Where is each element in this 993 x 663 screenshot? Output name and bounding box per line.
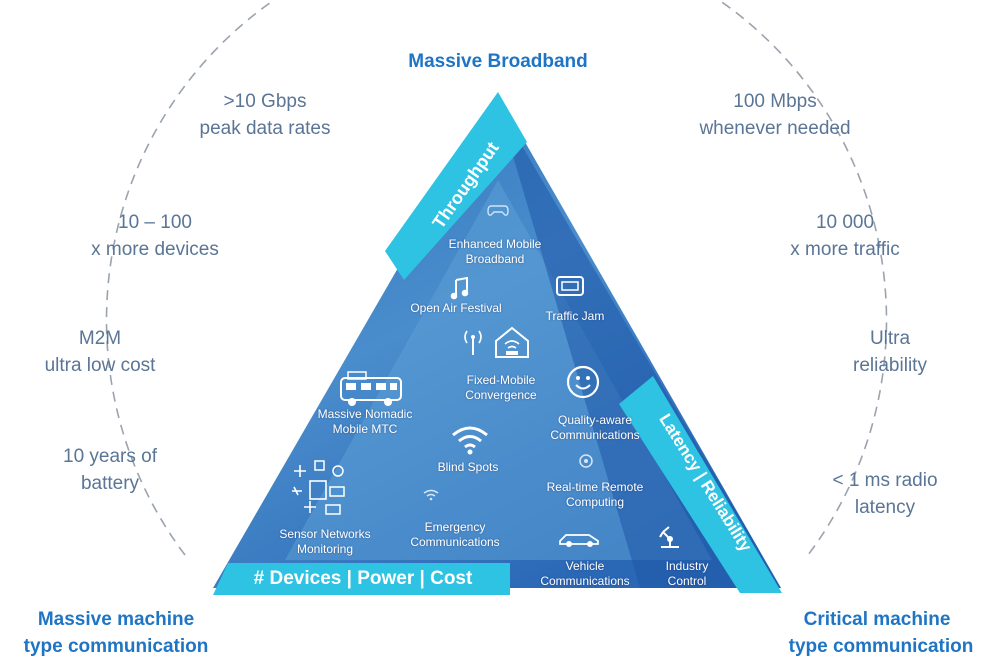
use-case-line: Mobile MTC — [332, 422, 398, 436]
use-case-line: Enhanced Mobile — [448, 237, 542, 251]
sensor-cluster-icon — [292, 460, 345, 515]
spec-line: peak data rates — [199, 118, 331, 139]
use-case-line: Massive Nomadic — [317, 407, 413, 421]
use-case-line: Monitoring — [296, 542, 354, 556]
spec-line: M2M — [78, 328, 122, 349]
car-icon — [559, 534, 599, 547]
spec-line: < 1 ms radio — [832, 470, 938, 491]
remote-icon — [579, 454, 593, 468]
use-case-vehicle-communications: Vehicle Communications — [520, 559, 650, 589]
use-case-massive-nomadic-mtc: Massive Nomadic Mobile MTC — [300, 407, 430, 437]
spec-line: whenever needed — [699, 118, 851, 139]
spec-100mbps: 100 Mbps whenever needed — [645, 88, 905, 142]
robot-arm-icon — [659, 526, 679, 548]
devices-power-cost-label: # Devices | Power | Cost — [253, 568, 473, 589]
music-note-icon — [450, 277, 469, 300]
use-case-line: Communications — [540, 574, 630, 588]
game-controller-icon — [487, 205, 509, 216]
tablet-icon — [556, 276, 584, 296]
use-case-emergency-communications: Emergency Communications — [390, 520, 520, 550]
devices-power-cost-bar — [213, 563, 510, 595]
use-case-sensor-networks-monitoring: Sensor Networks Monitoring — [260, 527, 390, 557]
spec-battery: 10 years of battery — [10, 443, 210, 497]
spec-line: latency — [854, 497, 916, 518]
spec-radio-latency: < 1 ms radio latency — [785, 467, 985, 521]
use-case-traffic-jam: Traffic Jam — [545, 309, 605, 323]
use-case-fixed-mobile-convergence: Fixed-Mobile Convergence — [436, 373, 566, 403]
house-icon — [495, 326, 529, 358]
corner-title-bottom-left-line2: type communication — [23, 636, 209, 657]
use-case-quality-aware-communications: Quality-aware Communications — [530, 413, 660, 443]
outer-dashed-arc — [105, 0, 888, 556]
spec-line: Ultra — [869, 328, 911, 349]
spec-line: battery — [80, 473, 140, 494]
use-case-line: Real-time Remote — [546, 480, 644, 494]
spec-line: reliability — [853, 355, 927, 376]
use-case-line: Computing — [565, 495, 625, 509]
wifi-icon — [452, 426, 488, 455]
use-case-line: Communications — [550, 428, 640, 442]
spec-more-traffic: 10 000 x more traffic — [730, 209, 960, 263]
use-case-blind-spots: Blind Spots — [437, 460, 499, 474]
use-case-line: Fixed-Mobile — [466, 373, 536, 387]
smiley-icon — [566, 365, 600, 399]
triangle-right-shade — [498, 105, 781, 588]
spec-line: 10 years of — [63, 446, 157, 467]
spec-line: 10 – 100 — [118, 212, 192, 233]
spec-more-devices: 10 – 100 x more devices — [40, 209, 270, 263]
use-case-enhanced-mobile-broadband: Enhanced Mobile Broadband — [430, 237, 560, 267]
use-case-line: Broadband — [465, 252, 525, 266]
use-case-line: Industry — [665, 559, 709, 573]
spec-peak-rate: >10 Gbps peak data rates — [135, 88, 395, 142]
use-case-line: Communications — [410, 535, 500, 549]
spec-ultra-reliability: Ultra reliability — [800, 325, 980, 379]
use-case-line: Vehicle — [565, 559, 605, 573]
use-case-line: Sensor Networks — [279, 527, 371, 541]
use-case-line: Emergency — [424, 520, 486, 534]
antenna-icon — [464, 330, 482, 355]
spec-line: 100 Mbps — [733, 91, 817, 112]
small-wifi-icon — [423, 489, 439, 501]
throughput-bar — [385, 92, 527, 280]
use-case-line: Convergence — [465, 388, 537, 402]
use-case-industry-control: Industry Control — [652, 559, 722, 589]
spec-line: x more traffic — [790, 239, 900, 260]
bus-icon — [340, 371, 402, 406]
use-case-open-air-festival: Open Air Festival — [410, 301, 502, 315]
spec-line: x more devices — [91, 239, 219, 260]
corner-title-bottom-left-line1: Massive machine — [37, 609, 195, 630]
spec-line: ultra low cost — [44, 355, 156, 376]
corner-title-top: Massive Broadband — [408, 51, 588, 72]
corner-title-bottom-right-line2: type communication — [788, 636, 974, 657]
spec-line: >10 Gbps — [223, 91, 307, 112]
spec-m2m-cost: M2M ultra low cost — [0, 325, 200, 379]
corner-title-bottom-right-line1: Critical machine — [803, 609, 951, 630]
use-case-line: Quality-aware — [557, 413, 633, 427]
latency-reliability-bar — [619, 376, 782, 593]
spec-line: 10 000 — [815, 212, 875, 233]
use-case-line: Control — [667, 574, 707, 588]
use-case-real-time-remote-computing: Real-time Remote Computing — [525, 480, 665, 510]
